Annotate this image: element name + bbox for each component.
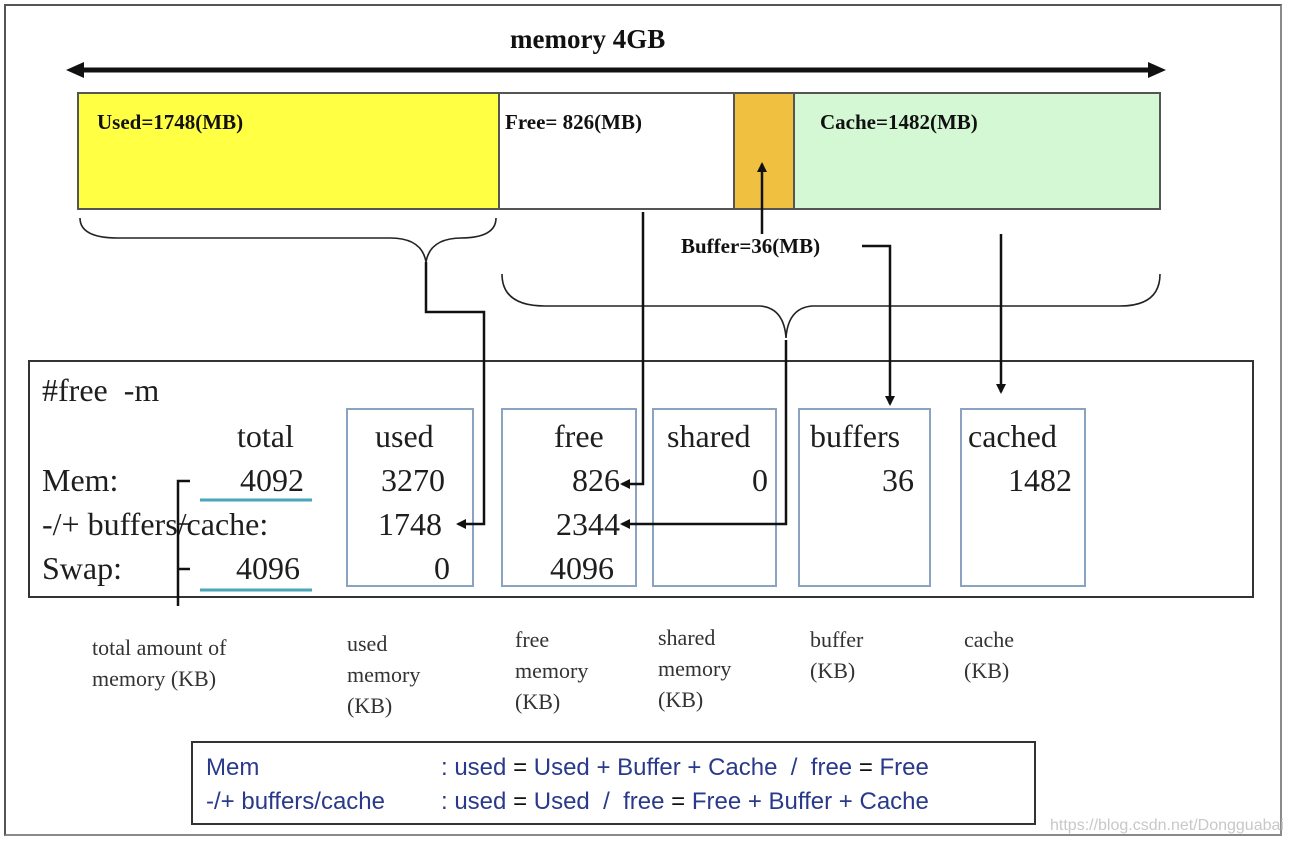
total-bracket — [176, 479, 190, 606]
header-used: used — [375, 418, 434, 454]
free-connector — [620, 212, 645, 489]
header-shared: shared — [667, 418, 751, 454]
buffers-connector — [862, 244, 895, 406]
free-command-output — [28, 360, 1254, 598]
command-text: #free -m — [42, 372, 160, 408]
header-free: free — [554, 418, 604, 454]
legend-bc-used-expression: Used / free — [533, 788, 665, 815]
diagram-title: memory 4GB — [510, 24, 666, 54]
bc-used-value: 1748 — [378, 506, 442, 542]
desc-cache: cache (KB) — [964, 627, 1015, 683]
row-label-mem: Mem: — [42, 462, 119, 498]
legend-mem-used-term: : used — [441, 754, 507, 781]
watermark: https://blog.csdn.net/Dongguabai — [1050, 817, 1284, 834]
legend-mem-formula: : used = Used + Buffer + Cache / free = … — [441, 754, 929, 782]
memory-span-arrow-right-head — [1148, 62, 1166, 78]
row-label-swap: Swap: — [42, 550, 122, 586]
cache-segment-label: Cache=1482(MB) — [820, 110, 978, 134]
bc-free-value: 2344 — [556, 506, 620, 542]
swap-free-value: 4096 — [550, 550, 614, 586]
desc-free: free memory (KB) — [515, 627, 589, 714]
desc-used: used memory (KB) — [347, 631, 421, 718]
swap-total-value: 4096 — [236, 550, 300, 586]
shared-column-box — [652, 408, 777, 587]
free-column-box — [501, 408, 637, 587]
used-column-box — [346, 408, 474, 587]
used-connector — [424, 262, 486, 529]
header-cached: cached — [968, 418, 1057, 454]
available-connector — [620, 340, 788, 529]
mem-shared-value: 0 — [752, 462, 768, 498]
buffer-segment-label: Buffer=36(MB) — [681, 234, 821, 258]
legend-bc-equals-2: = — [671, 788, 686, 815]
cached-column-box — [960, 408, 1086, 587]
used-brace — [79, 217, 497, 263]
outer-frame — [4, 4, 1282, 836]
mem-free-value: 826 — [572, 462, 620, 498]
desc-total: total amount of memory (KB) — [92, 635, 227, 691]
swap-used-value: 0 — [434, 550, 450, 586]
legend-box — [191, 741, 1036, 825]
row-label-buffers-cache: -/+ buffers/cache: — [42, 506, 269, 542]
legend-mem-free-expression: Free — [879, 754, 929, 781]
free-segment-label: Free= 826(MB) — [505, 110, 642, 134]
legend-mem-used-expression: Used + Buffer + Cache / free — [533, 754, 853, 781]
legend-bc-used-term: : used — [441, 788, 507, 815]
mem-used-value: 3270 — [381, 462, 445, 498]
legend-bc-free-expression: Free + Buffer + Cache — [691, 788, 929, 815]
mem-cached-value: 1482 — [1008, 462, 1072, 498]
legend-mem-label: Mem — [206, 754, 260, 781]
used-segment-label: Used=1748(MB) — [97, 110, 244, 134]
available-brace — [501, 273, 1161, 339]
legend-bc-label: -/+ buffers/cache — [206, 788, 385, 815]
legend-bc-formula: : used = Used / free = Free + Buffer + C… — [441, 788, 929, 816]
desc-buffer: buffer (KB) — [810, 627, 864, 683]
header-total: total — [237, 418, 294, 454]
mem-total-value: 4092 — [240, 462, 304, 498]
used-segment — [77, 92, 500, 210]
free-segment — [498, 92, 735, 210]
legend-mem-equals-1: = — [513, 754, 528, 781]
buffers-column-box — [798, 408, 931, 587]
desc-shared: shared memory (KB) — [658, 625, 732, 712]
legend-bc-equals-1: = — [513, 788, 528, 815]
header-buffers: buffers — [810, 418, 901, 454]
legend-mem-equals-2: = — [858, 754, 873, 781]
cache-segment — [793, 92, 1161, 210]
mem-buffers-value: 36 — [882, 462, 914, 498]
memory-span-arrow-left-head — [66, 62, 84, 78]
